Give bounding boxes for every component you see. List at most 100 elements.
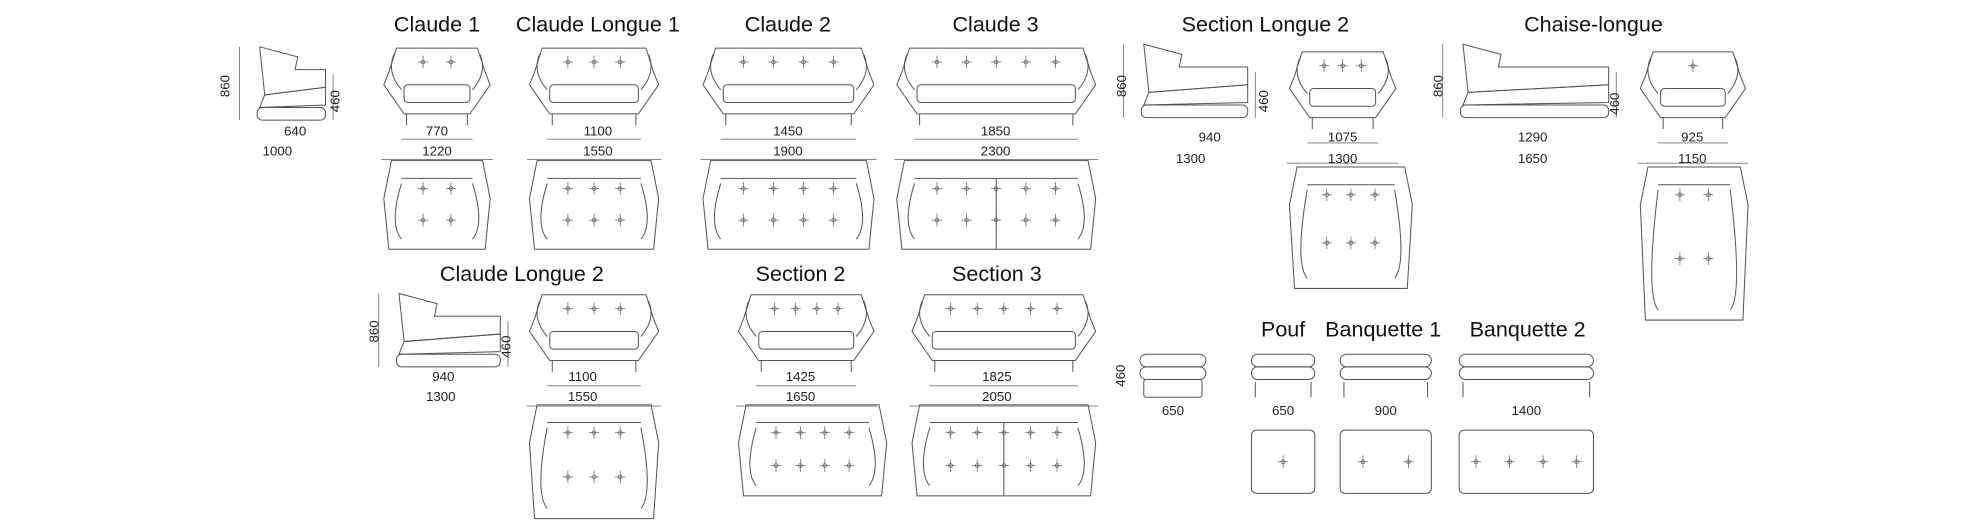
dim-sl2-seat-depth: 940 bbox=[1199, 130, 1221, 145]
tuft-dot bbox=[993, 186, 999, 191]
top-claude-longue-1 bbox=[528, 160, 660, 250]
tuft-icon bbox=[562, 213, 573, 227]
side-back bbox=[1143, 43, 1249, 93]
tuft-icon bbox=[945, 459, 956, 472]
cushion-top bbox=[1339, 353, 1432, 368]
dim-cl2-depth: 1300 bbox=[426, 389, 456, 404]
tuft-icon bbox=[1050, 182, 1061, 195]
front-claude-longue-1 bbox=[526, 47, 662, 160]
arm-lines bbox=[745, 300, 867, 337]
tuft-dot bbox=[1054, 463, 1060, 468]
tuft-dot bbox=[793, 306, 798, 311]
tuft-icon bbox=[445, 213, 456, 227]
tuft-dot bbox=[773, 430, 779, 435]
tuft-dot bbox=[420, 59, 426, 65]
dim-chaise-seat: 460 bbox=[1607, 93, 1622, 115]
tuft-dot bbox=[831, 59, 836, 65]
arm-lines bbox=[540, 183, 648, 240]
top-claude-2 bbox=[702, 160, 875, 250]
seat-cushion bbox=[758, 330, 855, 350]
tuft-icon bbox=[562, 470, 573, 484]
side-chaise-longue bbox=[1442, 43, 1617, 119]
tuft-dot bbox=[1054, 430, 1060, 435]
tuft-icon bbox=[738, 182, 749, 195]
tuft-dot bbox=[1054, 306, 1060, 311]
sofa-outline bbox=[896, 47, 1097, 115]
dim-chaise-depth: 1650 bbox=[1518, 151, 1548, 166]
cushion-bottom bbox=[1458, 366, 1594, 381]
tuft-dot bbox=[974, 306, 980, 311]
side-back bbox=[398, 292, 501, 343]
tuft-icon bbox=[1051, 426, 1063, 439]
tuft-icon bbox=[790, 302, 801, 315]
tuft-icon bbox=[1357, 455, 1368, 469]
legs bbox=[760, 360, 852, 372]
tuft-icon bbox=[589, 55, 600, 69]
tuft-icon bbox=[972, 426, 983, 439]
seat-cushion bbox=[931, 330, 1076, 350]
tuft-icon bbox=[589, 182, 600, 195]
tuft-dot bbox=[1023, 59, 1029, 65]
tuft-icon bbox=[1020, 213, 1031, 227]
cushion-bottom bbox=[1250, 366, 1316, 381]
dim-cl2-seat: 460 bbox=[498, 336, 513, 358]
dim-section-2-inner: 1425 bbox=[786, 369, 816, 384]
tuft-icon bbox=[768, 55, 779, 69]
title-section-longue-2: Section Longue 2 bbox=[1182, 13, 1349, 37]
tuft-dot bbox=[801, 217, 806, 223]
tuft-icon bbox=[998, 302, 1009, 315]
tuft-dot bbox=[772, 306, 777, 311]
tuft-dot bbox=[591, 186, 597, 191]
top-outline bbox=[737, 404, 888, 497]
title-pouf: Pouf bbox=[1261, 318, 1305, 342]
arm-lines bbox=[1300, 189, 1402, 279]
dim-claude-1-width: 1220 bbox=[422, 144, 452, 159]
tuft-icon bbox=[1674, 252, 1685, 266]
legs bbox=[1254, 382, 1312, 398]
tuft-icon bbox=[562, 55, 573, 69]
tuft-dot bbox=[448, 217, 454, 223]
dim-sl2-height: 860 bbox=[1114, 75, 1129, 97]
top-banquette-2 bbox=[1458, 429, 1594, 494]
top-section-3 bbox=[911, 404, 1097, 497]
tuft-dot bbox=[565, 186, 571, 191]
dim-claude-3-width: 2300 bbox=[981, 144, 1011, 159]
legs bbox=[934, 360, 1074, 372]
tuft-dot bbox=[1001, 430, 1007, 435]
tuft-dot bbox=[1321, 63, 1327, 69]
side-base bbox=[395, 353, 501, 368]
arm-lines bbox=[903, 54, 1089, 91]
tuft-dot bbox=[420, 217, 426, 223]
dim-claude-longue-1-width: 1550 bbox=[583, 144, 613, 159]
side-claude-longue-2 bbox=[378, 292, 509, 368]
dim-pouf-width: 650 bbox=[1162, 403, 1184, 418]
top-outline bbox=[528, 160, 660, 250]
tuft-dot bbox=[831, 186, 836, 191]
sofa-outline bbox=[383, 47, 491, 115]
tuft-dot bbox=[964, 59, 969, 65]
front-banquette-pouf bbox=[1250, 353, 1316, 398]
dim-banquette-1-width: 900 bbox=[1375, 403, 1397, 418]
legs bbox=[1662, 117, 1724, 130]
arm-lines bbox=[390, 54, 484, 91]
tuft-dot bbox=[741, 186, 746, 191]
tuft-dot bbox=[1028, 306, 1033, 311]
tuft-icon bbox=[615, 470, 626, 484]
front-claude-1 bbox=[381, 47, 493, 160]
tuft-dot bbox=[1028, 430, 1033, 435]
title-claude-3: Claude 3 bbox=[953, 13, 1039, 37]
side-pouf bbox=[1139, 353, 1207, 398]
tuft-icon bbox=[562, 182, 573, 195]
tuft-icon bbox=[844, 459, 855, 472]
title-chaise-longue: Chaise-longue bbox=[1524, 13, 1663, 37]
side-seat bbox=[398, 333, 501, 355]
legs bbox=[551, 360, 637, 372]
top-chaise-longue bbox=[1639, 166, 1749, 321]
tuft-dot bbox=[448, 186, 454, 191]
top-claude-1 bbox=[383, 160, 491, 250]
tuft-dot bbox=[1324, 240, 1330, 246]
tuft-dot bbox=[591, 306, 597, 311]
tuft-dot bbox=[1028, 463, 1033, 468]
dim-cl2-front-inner: 1100 bbox=[568, 369, 597, 384]
